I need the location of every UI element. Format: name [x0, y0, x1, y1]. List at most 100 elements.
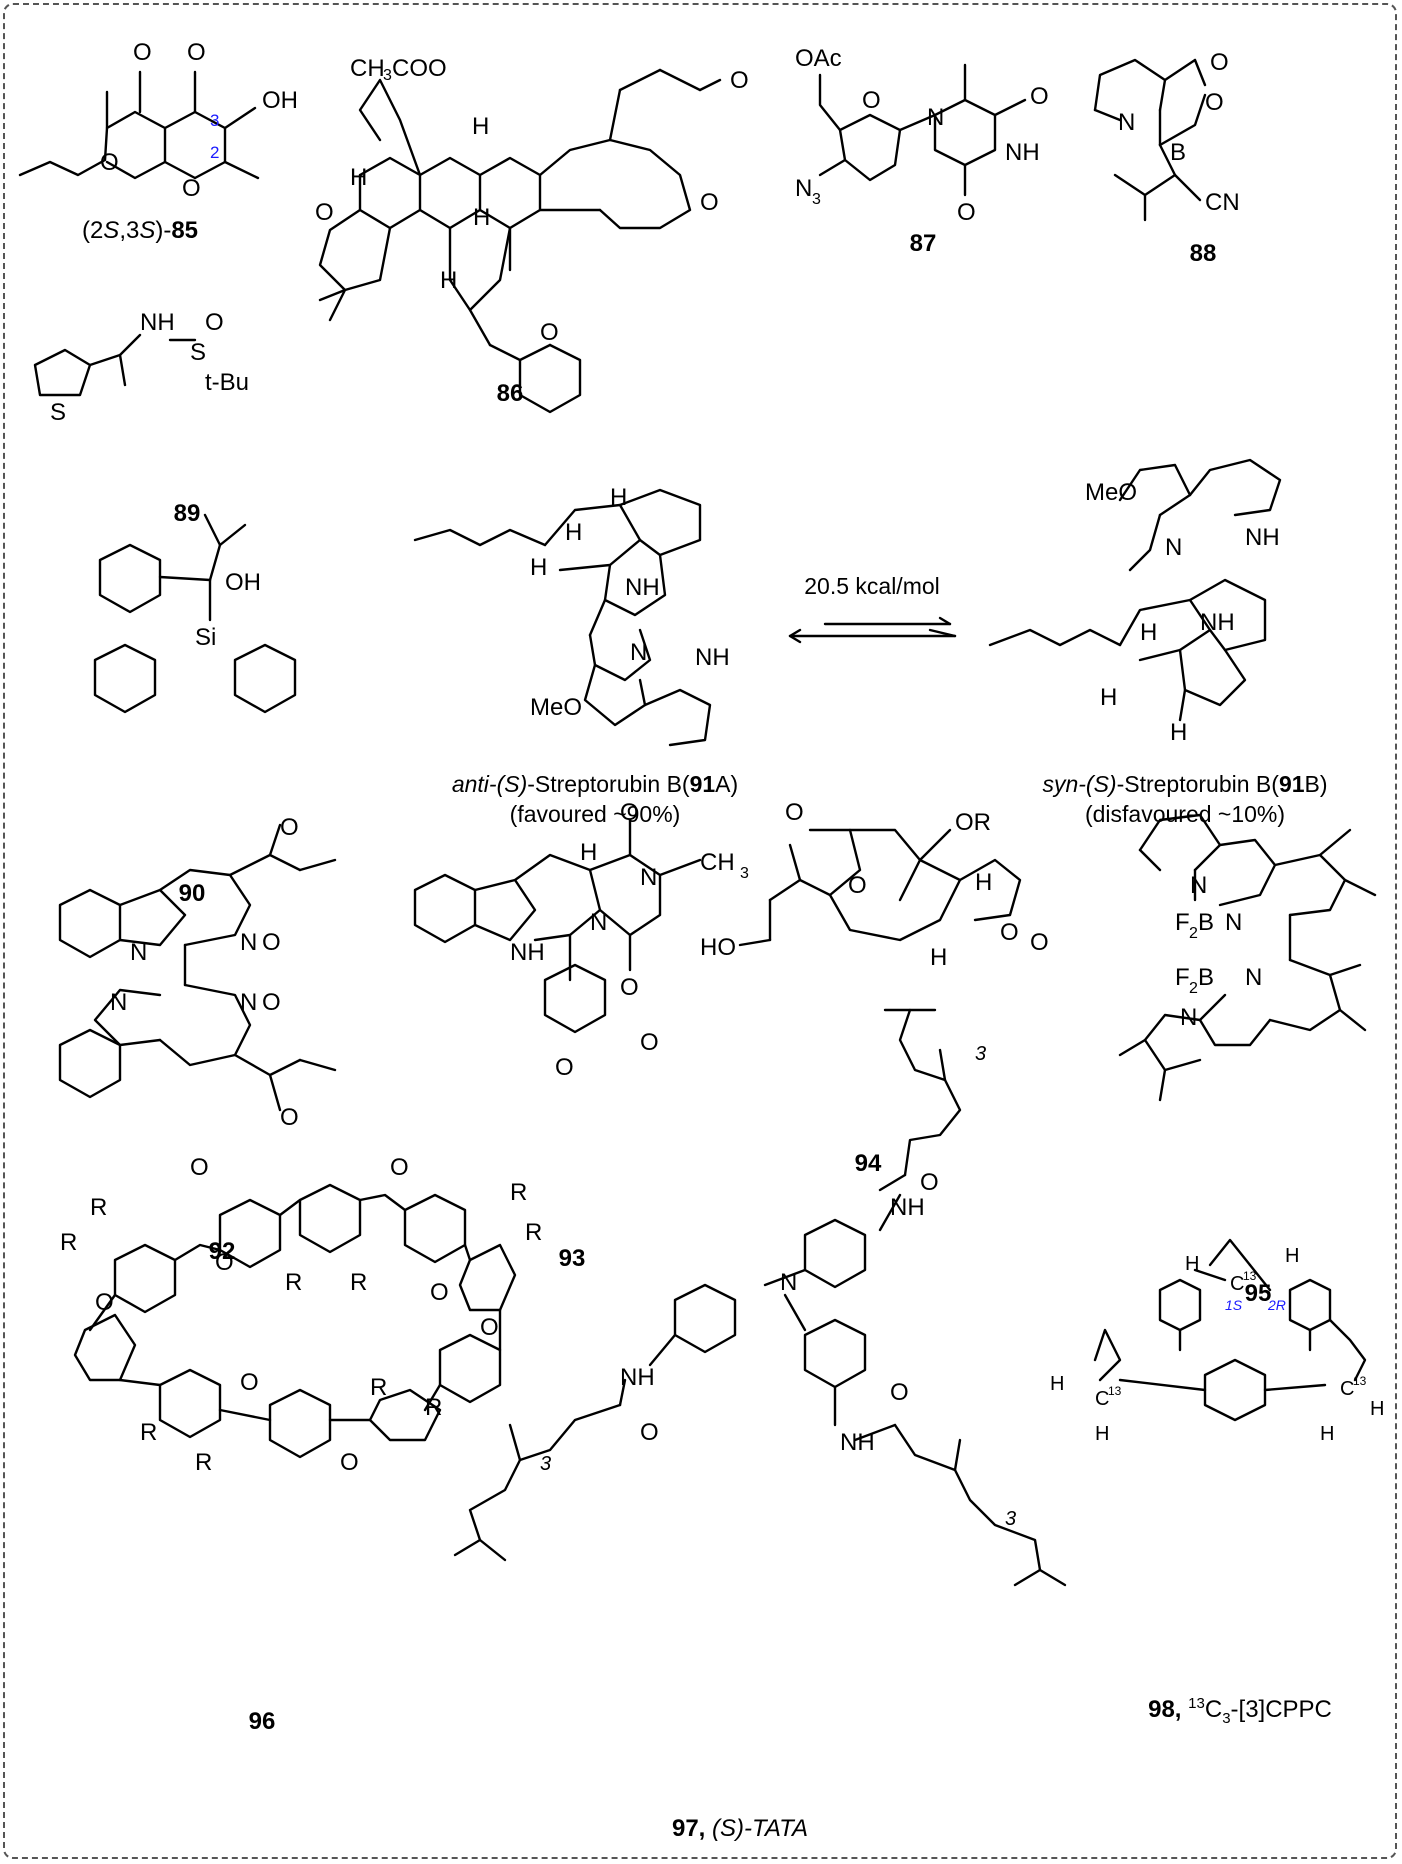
svg-text:H: H: [610, 484, 627, 511]
svg-text:O: O: [340, 1449, 359, 1476]
svg-text:H: H: [440, 267, 457, 294]
compound-91B-structure: MeO N NH NH H H H: [988, 458, 1282, 746]
compound-97-structure: NH O N NH O NH O 3 3 3: [453, 1008, 1067, 1587]
svg-text:O: O: [187, 39, 206, 66]
svg-text:COO: COO: [392, 55, 447, 82]
compound-98-structure: H H C 13 1S 2R H C 13 H C 13 H H: [1050, 1238, 1384, 1445]
svg-text:H: H: [580, 839, 597, 866]
svg-text:H: H: [1285, 1245, 1299, 1267]
svg-text:O: O: [190, 1154, 209, 1181]
svg-text:C: C: [1340, 1378, 1354, 1400]
stereo-label-3: 3: [210, 111, 219, 130]
svg-text:O: O: [785, 799, 804, 826]
svg-text:CH: CH: [350, 55, 385, 82]
compound-96-structure: R R R R R R R R R R O O O O O O O O: [60, 1154, 542, 1476]
svg-text:B: B: [1170, 139, 1186, 166]
svg-text:C: C: [1095, 1388, 1109, 1410]
svg-text:O: O: [1030, 929, 1049, 956]
svg-text:1S: 1S: [1225, 1297, 1243, 1313]
svg-text:O: O: [205, 309, 224, 336]
label-compound-97: 97, (S)-TATA: [671, 1815, 809, 1842]
svg-text:2: 2: [1189, 980, 1198, 997]
svg-text:O: O: [182, 175, 201, 202]
svg-text:O: O: [730, 67, 749, 94]
svg-text:NH: NH: [625, 574, 660, 601]
svg-text:O: O: [430, 1279, 449, 1306]
svg-text:O: O: [480, 1314, 499, 1341]
stereo-label-2: 2: [210, 143, 219, 162]
svg-text:3: 3: [1005, 1508, 1016, 1530]
svg-text:3: 3: [975, 1043, 986, 1065]
svg-text:O: O: [700, 189, 719, 216]
svg-text:H: H: [1320, 1423, 1334, 1445]
svg-text:R: R: [140, 1419, 157, 1446]
svg-text:O: O: [100, 149, 119, 176]
compound-85-structure: O O OH O O 3 2: [18, 39, 298, 202]
svg-text:N: N: [1118, 109, 1135, 136]
svg-text:N: N: [795, 175, 812, 202]
svg-text:H: H: [1370, 1398, 1384, 1420]
svg-text:HO: HO: [700, 934, 736, 961]
svg-text:N: N: [110, 989, 127, 1016]
svg-text:3: 3: [383, 67, 392, 84]
svg-text:NH: NH: [1005, 139, 1040, 166]
svg-text:O: O: [920, 1169, 939, 1196]
svg-text:H: H: [350, 164, 367, 191]
svg-text:MeO: MeO: [1085, 479, 1137, 506]
svg-text:N: N: [1245, 964, 1262, 991]
label-compound-95: 95: [1244, 1280, 1272, 1307]
svg-text:O: O: [1000, 919, 1019, 946]
svg-text:R: R: [60, 1229, 77, 1256]
svg-text:H: H: [530, 554, 547, 581]
compound-94-structure: O O HO OR O O H H: [700, 799, 1049, 971]
svg-text:O: O: [848, 872, 867, 899]
svg-text:N: N: [1165, 534, 1182, 561]
svg-text:NH: NH: [510, 939, 545, 966]
svg-text:R: R: [510, 1179, 527, 1206]
equilibrium-energy: 20.5 kcal/mol: [804, 573, 940, 599]
svg-text:H: H: [930, 944, 947, 971]
svg-text:NH: NH: [1200, 609, 1235, 636]
svg-text:O: O: [315, 199, 334, 226]
compound-93-structure: NH N N CH 3 O O H O O: [413, 799, 749, 1081]
label-compound-90: 90: [178, 880, 206, 907]
svg-text:3: 3: [740, 865, 749, 882]
svg-text:NH: NH: [840, 1429, 875, 1456]
svg-text:N: N: [240, 929, 257, 956]
svg-text:O: O: [862, 87, 881, 114]
svg-text:Si: Si: [195, 624, 216, 651]
label-compound-86: 86: [496, 380, 524, 407]
label-compound-96: 96: [248, 1708, 276, 1735]
svg-text:3: 3: [540, 1453, 551, 1475]
svg-text:O: O: [890, 1379, 909, 1406]
svg-text:O: O: [640, 1419, 659, 1446]
svg-text:H: H: [1050, 1373, 1064, 1395]
label-compound-93: 93: [558, 1245, 586, 1272]
svg-text:O: O: [1030, 83, 1049, 110]
svg-text:2R: 2R: [1267, 1297, 1286, 1313]
compound-87-structure: OAc O N NH O O N 3: [795, 45, 1049, 226]
svg-text:H: H: [1100, 684, 1117, 711]
svg-text:H: H: [975, 869, 992, 896]
label-compound-92: 92: [208, 1238, 236, 1265]
svg-text:R: R: [425, 1394, 442, 1421]
svg-text:t-Bu: t-Bu: [205, 369, 249, 396]
label-compound-98: 98, 13C3-[3]CPPC: [1148, 1695, 1332, 1727]
compound-91A-structure: NH N MeO NH H H H: [413, 484, 730, 747]
svg-text:MeO: MeO: [530, 694, 582, 721]
compound-95-structure: N F 2 B N F 2 B N N: [1118, 813, 1377, 1102]
equilibrium-arrows: [788, 616, 957, 644]
label-compound-87: 87: [909, 230, 937, 257]
svg-text:H: H: [1185, 1253, 1199, 1275]
label-compound-89: 89: [173, 500, 201, 527]
svg-text:O: O: [262, 929, 281, 956]
svg-text:S: S: [190, 339, 206, 366]
svg-text:O: O: [555, 1054, 574, 1081]
label-compound-91A: anti-(S)-Streptorubin B(91A): [451, 771, 739, 797]
svg-text:H: H: [1170, 719, 1187, 746]
svg-text:N: N: [1225, 909, 1242, 936]
compound-90-structure: OH Si: [93, 513, 297, 714]
svg-text:N: N: [630, 639, 647, 666]
svg-text:N: N: [780, 1269, 797, 1296]
